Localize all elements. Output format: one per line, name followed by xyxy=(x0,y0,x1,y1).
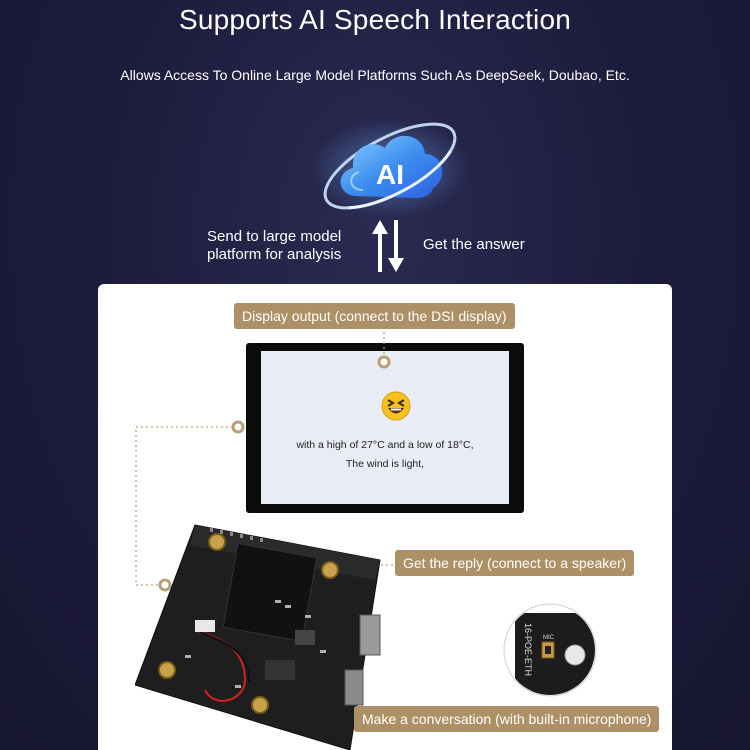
screen-text-line2: The wind is light, xyxy=(345,458,425,470)
flow-send-text: Send to large model platform for analysi… xyxy=(207,228,367,264)
ai-label: AI xyxy=(376,159,404,190)
screen-text-line1: with a high of 27°C and a low of 18°C, xyxy=(296,439,474,451)
laughing-emoji-icon xyxy=(381,391,411,421)
tag-conversation: Make a conversation (with built-in micro… xyxy=(354,706,660,732)
page-title: Supports AI Speech Interaction xyxy=(178,4,572,35)
up-down-arrows-icon xyxy=(372,220,404,272)
tag-get-reply: Get the reply (connect to a speaker) xyxy=(395,550,635,576)
ai-cloud-icon: AI xyxy=(310,118,470,218)
flow-send-line2: platform for analysis xyxy=(207,246,342,263)
page-subtitle: Allows Access To Online Large Model Plat… xyxy=(120,67,630,83)
mic-label: MIC xyxy=(543,635,555,641)
flow-send-line1: Send to large model xyxy=(207,228,342,245)
mic-board-text: 16-POE-ETH xyxy=(523,623,533,676)
flow-answer-text: Get the answer xyxy=(423,236,525,253)
tag-display-output: Display output (connect to the DSI displ… xyxy=(234,303,515,329)
display-screen: with a high of 27°C and a low of 18°C, T… xyxy=(261,351,509,504)
dsi-display: with a high of 27°C and a low of 18°C, T… xyxy=(246,343,524,513)
microphone-zoom-image: 16-POE-ETH MIC xyxy=(503,603,597,697)
circuit-board-image xyxy=(135,524,381,750)
